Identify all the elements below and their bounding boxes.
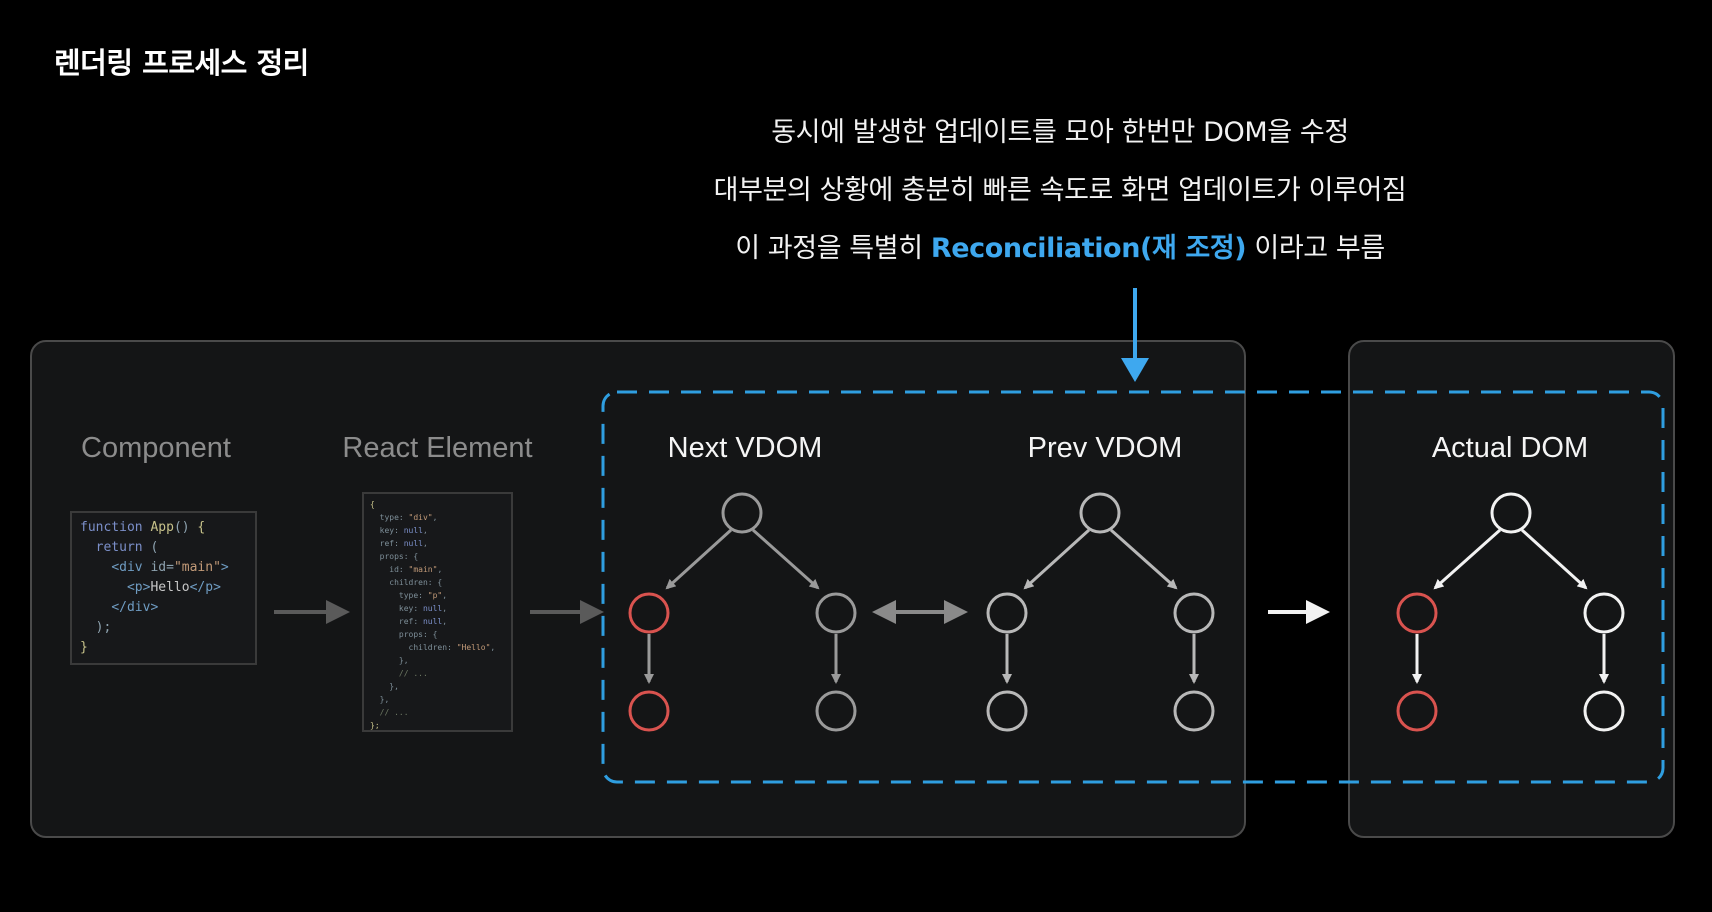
caption-line-3-prefix: 이 과정을 특별히 bbox=[735, 233, 931, 264]
element-line-3: key: null, bbox=[370, 526, 428, 535]
tree-node bbox=[1173, 690, 1215, 732]
tree-node bbox=[1173, 592, 1215, 634]
element-line-2: type: "div", bbox=[370, 513, 438, 522]
code-line-4: <p>Hello</p> bbox=[126, 580, 221, 595]
element-line-7: children: { bbox=[370, 578, 443, 587]
tree-node-changed bbox=[1396, 690, 1438, 732]
actual-dom-panel bbox=[1348, 340, 1675, 838]
stage-label-react-element: React Element bbox=[342, 432, 533, 464]
element-line-8: type: "p", bbox=[370, 591, 448, 600]
tree-node bbox=[1583, 592, 1625, 634]
code-line-5: </div> bbox=[111, 600, 159, 615]
element-line-5: props: { bbox=[370, 552, 419, 561]
code-line-1: function App() { bbox=[80, 520, 206, 535]
caption-line-2: 대부분의 상황에 충분히 빠른 속도로 화면 업데이트가 이루어짐 bbox=[713, 175, 1407, 206]
stage-label-component: Component bbox=[81, 432, 231, 464]
tree-node bbox=[815, 592, 857, 634]
tree-node bbox=[721, 492, 763, 534]
double-arrow-icon bbox=[872, 600, 968, 624]
element-line-4: ref: null, bbox=[370, 539, 428, 548]
tree-node-changed bbox=[628, 592, 670, 634]
next-vdom-tree bbox=[628, 492, 857, 732]
code-line-2: return ( bbox=[95, 540, 159, 555]
code-line-6: ); bbox=[80, 620, 112, 635]
stage-label-prev-vdom: Prev VDOM bbox=[1027, 432, 1183, 464]
element-line-15: }, bbox=[370, 682, 399, 691]
arrow-right-icon bbox=[1268, 600, 1330, 624]
element-line-10: ref: null, bbox=[370, 617, 448, 626]
actual-dom-tree bbox=[1396, 492, 1625, 732]
tree-node bbox=[1490, 492, 1532, 534]
stage-label-next-vdom: Next VDOM bbox=[667, 432, 823, 464]
code-line-3: <div id="main"> bbox=[111, 560, 229, 575]
element-line-17: // ... bbox=[379, 708, 409, 717]
tree-node bbox=[986, 690, 1028, 732]
arrow-right-icon bbox=[530, 600, 604, 624]
tree-node bbox=[986, 592, 1028, 634]
render-pipeline-panel bbox=[30, 340, 1246, 838]
caption-line-1: 동시에 발생한 업데이트를 모아 한번만 DOM을 수정 bbox=[771, 117, 1349, 148]
tree-node-changed bbox=[628, 690, 670, 732]
arrow-down-icon bbox=[1121, 288, 1149, 382]
caption-line-3: 이 과정을 특별히 Reconciliation(재 조정) 이라고 부름 bbox=[640, 226, 1480, 265]
component-code-box: function App() { return ( <div id="main"… bbox=[70, 511, 257, 665]
element-line-9: key: null, bbox=[370, 604, 448, 613]
reconciliation-highlight: Reconciliation(재 조정) bbox=[930, 233, 1247, 264]
tree-node bbox=[1079, 492, 1121, 534]
element-line-18: }; bbox=[370, 721, 380, 730]
element-line-16: }, bbox=[370, 695, 390, 704]
tree-node-changed bbox=[1396, 592, 1438, 634]
reconciliation-dashed-box bbox=[601, 390, 1665, 784]
code-line-7: } bbox=[80, 640, 88, 655]
element-line-6: id: "main", bbox=[370, 565, 443, 574]
tree-node bbox=[1583, 690, 1625, 732]
prev-vdom-tree bbox=[986, 492, 1215, 732]
element-line-11: props: { bbox=[370, 630, 438, 639]
element-line-13: }, bbox=[370, 656, 409, 665]
element-line-1: { bbox=[370, 500, 375, 509]
arrow-right-icon bbox=[274, 600, 350, 624]
page-title: 렌더링 프로세스 정리 bbox=[54, 46, 309, 80]
element-line-14: // ... bbox=[398, 669, 428, 678]
caption-line-3-suffix: 이라고 부름 bbox=[1246, 233, 1385, 264]
react-element-code-box: { type: "div", key: null, ref: null, pro… bbox=[362, 492, 513, 732]
element-line-12: children: "Hello", bbox=[370, 643, 496, 652]
stage-label-actual-dom: Actual DOM bbox=[1431, 432, 1589, 464]
tree-node bbox=[815, 690, 857, 732]
